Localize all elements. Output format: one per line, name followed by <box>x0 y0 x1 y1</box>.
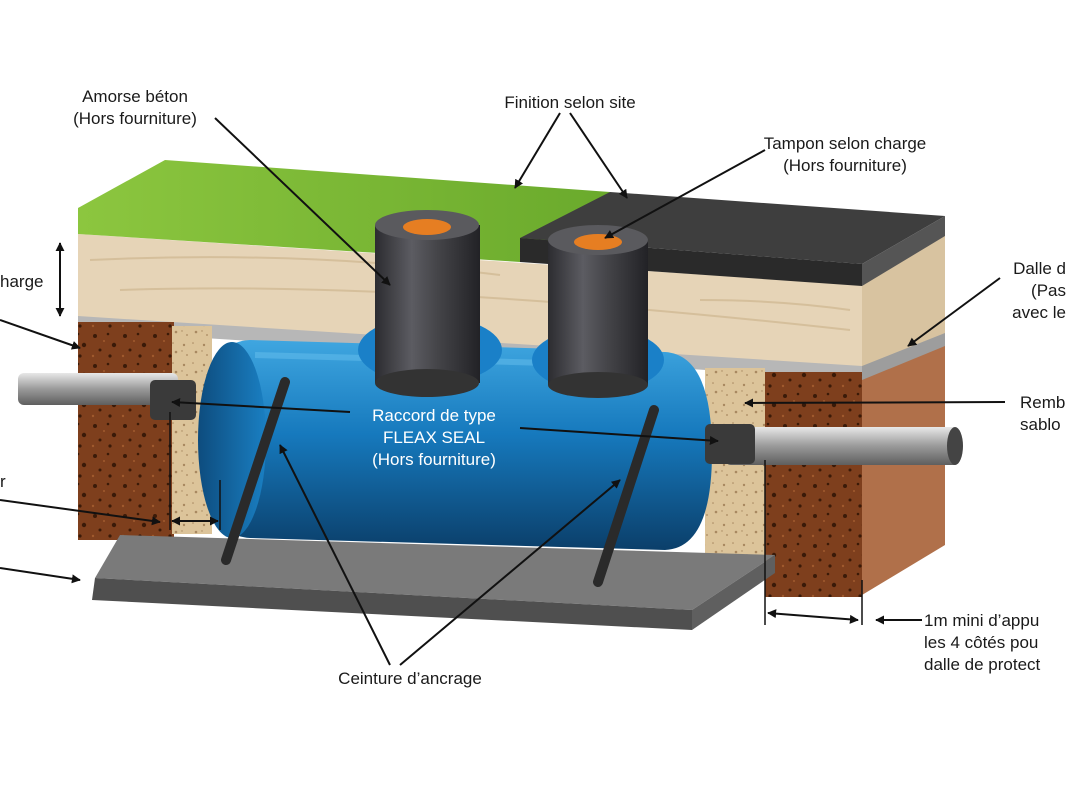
label-amorse-beton: Amorse béton (Hors fourniture) <box>50 86 220 130</box>
label-remb-line2: sablo <box>1020 415 1061 434</box>
outlet-coupling <box>705 424 755 464</box>
dim-appui <box>767 609 859 624</box>
label-raccord-line3: (Hors fourniture) <box>372 450 496 469</box>
label-dalle-line2: (Pas <box>1031 281 1066 300</box>
anchor-belt-right <box>593 405 659 587</box>
label-tampon-charge: Tampon selon charge (Hors fourniture) <box>740 133 950 177</box>
label-appui-partial: 1m mini d’appu les 4 côtés pou dalle de … <box>924 610 1040 676</box>
riser-cap-2 <box>574 234 622 250</box>
label-finition-site: Finition selon site <box>470 92 670 114</box>
tank-left-end <box>198 342 266 538</box>
base-slab-front <box>92 578 692 630</box>
riser-1 <box>375 225 480 383</box>
soil-left <box>78 322 174 540</box>
label-amorse-line1: Amorse béton <box>82 87 188 106</box>
anchor-belt-left <box>221 377 290 565</box>
label-charge-partial: harge <box>0 271 43 293</box>
label-dalle-line3: avec le <box>1012 303 1066 322</box>
soil-right <box>765 372 862 597</box>
label-remb-partial: Remb sablo <box>1020 392 1065 436</box>
label-remb-line1: Remb <box>1020 393 1066 412</box>
label-finition-line1: Finition selon site <box>504 93 636 112</box>
label-left-r-partial: r <box>0 471 6 493</box>
riser-cap-1 <box>403 219 451 235</box>
inlet-pipe <box>18 373 178 405</box>
label-raccord: Raccord de type FLEAX SEAL (Hors fournit… <box>334 405 534 471</box>
label-dalle-partial: Dalle d (Pas avec le <box>990 258 1066 324</box>
label-ceinture-line1: Ceinture d’ancrage <box>338 669 482 688</box>
label-raccord-line2: FLEAX SEAL <box>382 428 486 447</box>
label-charge-line1: harge <box>0 272 44 291</box>
label-appui-line1: 1m mini d’appu <box>924 611 1040 630</box>
label-amorse-line2: (Hors fourniture) <box>73 109 197 128</box>
label-tampon-line2: (Hors fourniture) <box>783 156 907 175</box>
label-tampon-line1: Tampon selon charge <box>763 134 927 153</box>
backfill-right-face <box>862 220 945 378</box>
label-left-r-line1: r <box>0 472 6 491</box>
label-ceinture: Ceinture d’ancrage <box>310 668 510 690</box>
outlet-pipe <box>725 427 960 465</box>
label-raccord-line1: Raccord de type <box>372 406 496 425</box>
label-appui-line3: dalle de protect <box>924 655 1041 674</box>
inlet-coupling <box>150 380 196 420</box>
riser-2 <box>548 240 648 385</box>
label-dalle-line1: Dalle d <box>1013 259 1066 278</box>
label-appui-line2: les 4 côtés pou <box>924 633 1039 652</box>
